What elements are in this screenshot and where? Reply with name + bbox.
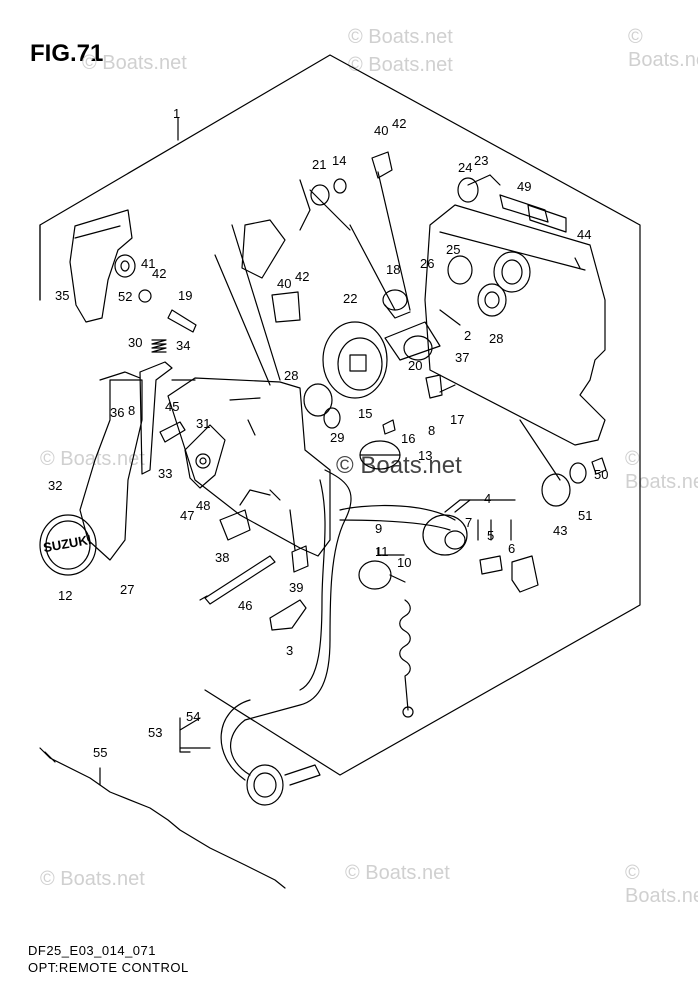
part-number: 32 <box>48 478 62 493</box>
watermark: © Boats.net <box>625 448 698 493</box>
part-number: 36 <box>110 405 124 420</box>
part-number: 44 <box>577 227 591 242</box>
part-number: 53 <box>148 725 162 740</box>
plate-3 <box>269 599 307 631</box>
part-number: 40 <box>374 123 388 138</box>
part-number: 17 <box>450 412 464 427</box>
part-number: 6 <box>508 541 515 556</box>
lever-knob <box>39 514 97 576</box>
harness-connector <box>246 764 284 806</box>
part-number: 47 <box>180 508 194 523</box>
knob-brand-text: SUZUKI <box>42 532 92 555</box>
part-number: 48 <box>196 498 210 513</box>
lanyard-coil <box>399 599 411 711</box>
part-number: 8 <box>428 423 435 438</box>
part-number: 1 <box>173 106 180 121</box>
grip-part <box>69 209 133 323</box>
part-number: 43 <box>553 523 567 538</box>
watermark: © Boats.net <box>82 52 187 74</box>
diagram-caption: OPT:REMOTE CONTROL <box>28 960 189 975</box>
figure-title: FIG.71 <box>30 40 104 67</box>
part-number: 29 <box>330 430 344 445</box>
part-number: 18 <box>386 262 400 277</box>
key-switch <box>422 514 468 556</box>
part-number: 54 <box>186 709 200 724</box>
part-number: 35 <box>55 288 69 303</box>
part-number: 10 <box>397 555 411 570</box>
watermark: © Boats.net <box>348 26 453 48</box>
part-number: 7 <box>465 515 472 530</box>
part-number: 24 <box>458 160 472 175</box>
part-number: 27 <box>120 582 134 597</box>
part-number: 38 <box>215 550 229 565</box>
part-number: 49 <box>517 179 531 194</box>
part-number: 30 <box>128 335 142 350</box>
part-number: 19 <box>178 288 192 303</box>
part-number: 45 <box>165 399 179 414</box>
part-number: 14 <box>332 153 346 168</box>
throttle-cable <box>39 747 286 889</box>
key-6 <box>511 555 539 593</box>
part-number: 28 <box>489 331 503 346</box>
watermark: © Boats.net <box>40 868 145 890</box>
watermark: © Boats.net <box>40 448 145 470</box>
part-number: 20 <box>408 358 422 373</box>
part-number: 11 <box>375 544 389 559</box>
part-number: 51 <box>578 508 592 523</box>
part-number: 23 <box>474 153 488 168</box>
part-number: 5 <box>487 528 494 543</box>
part-number: 37 <box>455 350 469 365</box>
part-number: 31 <box>196 416 210 431</box>
part-number: 9 <box>375 521 382 536</box>
part-number: 15 <box>358 406 372 421</box>
part-number: 33 <box>158 466 172 481</box>
part-number: 52 <box>118 289 132 304</box>
watermark: © Boats.net <box>345 862 450 884</box>
control-housing <box>167 377 331 557</box>
part-number: 40 <box>277 276 291 291</box>
watermark-center: © Boats.net <box>336 452 462 479</box>
part-number: 16 <box>401 431 415 446</box>
watermark: © Boats.net <box>628 26 698 71</box>
part-number: 28 <box>284 368 298 383</box>
part-number: 21 <box>312 157 326 172</box>
part-number: 13 <box>418 448 432 463</box>
part-number: 8 <box>128 403 135 418</box>
part-number: 3 <box>286 643 293 658</box>
part-number: 55 <box>93 745 107 760</box>
watermark: © Boats.net <box>625 862 698 907</box>
part-number: 42 <box>392 116 406 131</box>
part-number: 34 <box>176 338 190 353</box>
part-number: 22 <box>343 291 357 306</box>
part-number: 4 <box>484 491 491 506</box>
lever-arm <box>79 379 143 561</box>
gear-drum <box>322 321 388 399</box>
part-number: 39 <box>289 580 303 595</box>
part-number: 25 <box>446 242 460 257</box>
part-number: 50 <box>594 467 608 482</box>
diagram-code: DF25_E03_014_071 <box>28 943 156 958</box>
part-number: 26 <box>420 256 434 271</box>
part-number: 12 <box>58 588 72 603</box>
part-number: 46 <box>238 598 252 613</box>
part-number: 2 <box>464 328 471 343</box>
watermark: © Boats.net <box>348 54 453 76</box>
part-number: 42 <box>152 266 166 281</box>
part-number: 41 <box>141 256 155 271</box>
part-number: 42 <box>295 269 309 284</box>
side-cover <box>424 204 606 446</box>
